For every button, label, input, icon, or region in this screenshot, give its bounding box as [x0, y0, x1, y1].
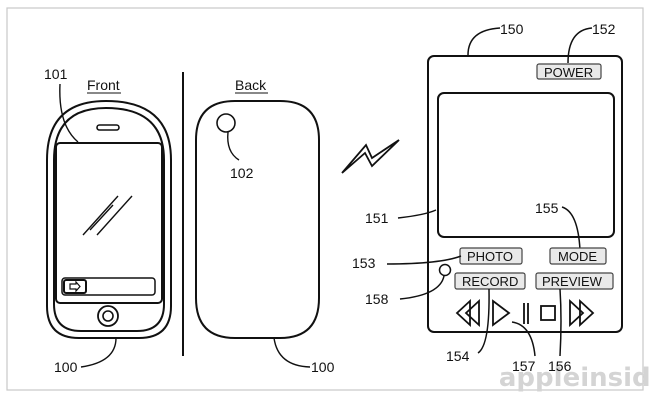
ref-156: 156 [548, 358, 572, 374]
power-button-label: POWER [544, 65, 593, 80]
slide-arrow-icon [63, 279, 87, 294]
remote-display-screen [437, 92, 615, 238]
rewind-icon[interactable] [455, 298, 480, 328]
leader-152 [567, 27, 593, 64]
ref-155: 155 [535, 200, 559, 216]
ref-102: 102 [230, 165, 254, 181]
phone-back-shell [195, 100, 320, 339]
phone-front-screen [55, 142, 163, 304]
ref-101: 101 [44, 66, 68, 82]
preview-button-label: PREVIEW [542, 274, 603, 289]
power-button[interactable]: POWER [536, 63, 602, 80]
phone-front [46, 99, 172, 339]
fast-forward-icon[interactable] [569, 298, 595, 328]
screen-glare-line [82, 195, 119, 236]
record-button-label: RECORD [462, 274, 518, 289]
ref-100-front: 100 [54, 359, 78, 375]
pause-icon[interactable] [523, 303, 529, 324]
home-button-icon [97, 305, 119, 327]
leader-100-back [273, 337, 311, 368]
leader-156 [559, 288, 562, 357]
ref-153: 153 [352, 255, 376, 271]
figure-border [6, 7, 644, 391]
slide-to-unlock-bar [61, 277, 156, 296]
mode-button-label: MODE [558, 249, 597, 264]
play-icon[interactable] [492, 299, 511, 327]
ref-100-back: 100 [311, 359, 335, 375]
home-button-inner [102, 310, 114, 322]
leader-101 [59, 83, 79, 143]
camera-lens-icon [216, 113, 236, 133]
ref-151: 151 [365, 210, 389, 226]
preview-button[interactable]: PREVIEW [535, 272, 614, 290]
ref-154: 154 [446, 348, 470, 364]
photo-button[interactable]: PHOTO [459, 247, 523, 265]
leader-100-front [80, 337, 117, 368]
photo-button-label: PHOTO [467, 249, 513, 264]
leader-155 [561, 206, 581, 251]
screen-glare-line [89, 204, 114, 231]
record-button[interactable]: RECORD [454, 272, 526, 290]
leader-158 [399, 275, 445, 300]
leader-151 [397, 209, 437, 219]
transport-controls [455, 298, 595, 328]
stop-icon[interactable] [540, 305, 556, 321]
leader-102 [227, 131, 240, 161]
phone-front-bezel [53, 106, 165, 332]
leader-154 [477, 288, 490, 354]
watermark-logo: appleinsider [499, 363, 650, 393]
screen-glare-line [96, 195, 133, 236]
arrow-glyph [69, 280, 81, 293]
indicator-light-icon [438, 263, 452, 277]
leader-157 [511, 321, 536, 357]
leader-150 [467, 27, 501, 56]
wireless-link-icon [341, 139, 400, 174]
phone-front-outer-shell [46, 99, 172, 339]
remote-device-body [427, 55, 623, 333]
ref-150: 150 [500, 21, 524, 37]
front-heading: Front [87, 77, 120, 93]
remote-device [427, 55, 623, 333]
back-heading: Back [235, 77, 267, 93]
earpiece-speaker [96, 124, 120, 131]
leader-153 [386, 255, 462, 265]
ref-157: 157 [512, 358, 536, 374]
ref-152: 152 [592, 21, 616, 37]
phone-back [195, 100, 320, 339]
mode-button[interactable]: MODE [549, 247, 607, 265]
ref-158: 158 [365, 291, 389, 307]
